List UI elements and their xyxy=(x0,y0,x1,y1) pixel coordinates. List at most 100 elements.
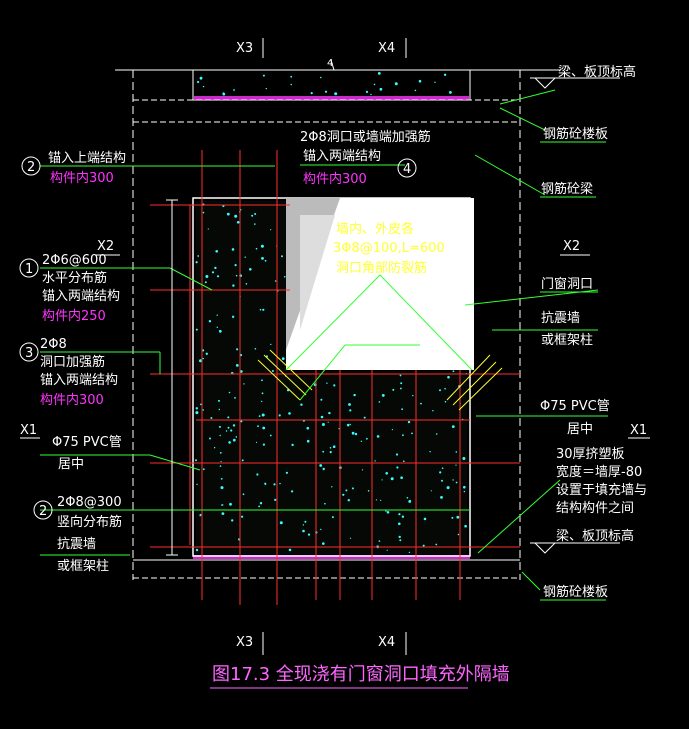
concrete-speckle xyxy=(243,383,245,385)
concrete-speckle xyxy=(401,408,403,411)
concrete-speckle xyxy=(219,452,222,454)
axis-x2-right: X2 xyxy=(563,239,580,254)
concrete-speckle xyxy=(195,261,198,264)
concrete-speckle xyxy=(281,357,285,360)
concrete-speckle xyxy=(234,214,238,218)
callout-3-num: 3 xyxy=(25,346,33,361)
concrete-speckle xyxy=(400,387,402,390)
elevation-symbol-top xyxy=(530,77,620,89)
concrete-speckle xyxy=(218,425,221,428)
concrete-speckle xyxy=(259,502,263,505)
concrete-speckle xyxy=(262,74,265,77)
concrete-speckle xyxy=(259,308,262,311)
concrete-speckle xyxy=(205,352,208,355)
concrete-speckle xyxy=(464,524,467,528)
concrete-speckle xyxy=(444,400,447,403)
vertical-rebars xyxy=(189,150,461,605)
concrete-speckle xyxy=(242,493,245,496)
concrete-speckle xyxy=(235,274,238,277)
label-foam-1: 30厚挤塑板 xyxy=(556,447,625,462)
concrete-speckle xyxy=(228,441,231,444)
crack-bar-line3: 洞口角部防裂筋 xyxy=(336,260,427,276)
callout-2-bottom-line1: 2Φ8@300 xyxy=(57,495,122,510)
concrete-speckle xyxy=(414,89,417,92)
concrete-speckle xyxy=(403,460,405,463)
concrete-speckle xyxy=(321,423,325,426)
concrete-speckle xyxy=(351,431,355,435)
concrete-speckle xyxy=(399,539,402,542)
concrete-speckle xyxy=(196,483,198,486)
concrete-speckle xyxy=(331,486,333,488)
concrete-speckle xyxy=(208,320,212,323)
concrete-speckle xyxy=(270,343,272,346)
concrete-speckle xyxy=(373,83,376,86)
concrete-speckle xyxy=(457,533,460,536)
concrete-speckle xyxy=(332,445,336,449)
concrete-speckle xyxy=(408,551,411,554)
concrete-speckle xyxy=(351,487,354,490)
axis-x3-bottom: X3 xyxy=(236,635,253,650)
concrete-speckle xyxy=(420,402,422,405)
concrete-speckle xyxy=(245,283,248,285)
concrete-speckle xyxy=(228,391,231,394)
concrete-speckle xyxy=(264,259,267,262)
concrete-speckle xyxy=(422,544,425,547)
concrete-speckle xyxy=(207,228,209,230)
concrete-speckle xyxy=(307,533,311,536)
concrete-speckle xyxy=(270,229,272,231)
concrete-speckle xyxy=(322,542,325,545)
concrete-speckle xyxy=(195,548,199,552)
concrete-speckle xyxy=(360,440,363,442)
concrete-speckle xyxy=(233,89,235,91)
concrete-speckle xyxy=(271,370,274,372)
concrete-speckle xyxy=(451,425,455,428)
concrete-speckle xyxy=(338,428,340,430)
concrete-speckle xyxy=(251,214,254,217)
concrete-speckle xyxy=(361,469,364,471)
concrete-speckle xyxy=(279,482,281,485)
label-foam-2: 宽度＝墙厚-80 xyxy=(556,464,642,480)
concrete-speckle xyxy=(434,81,436,84)
concrete-speckle xyxy=(400,382,403,385)
concrete-speckle xyxy=(283,276,286,278)
label-slab-top: 钢筋砼楼板 xyxy=(543,126,608,142)
concrete-speckle xyxy=(320,76,322,79)
concrete-speckle xyxy=(281,255,283,258)
concrete-speckle xyxy=(264,483,267,486)
concrete-speckle xyxy=(234,264,237,267)
concrete-speckle xyxy=(232,284,235,287)
concrete-speckle xyxy=(455,451,458,453)
callout-1-line1: 2Φ6@600 xyxy=(42,253,107,268)
concrete-speckle xyxy=(439,471,442,474)
concrete-speckle xyxy=(324,502,326,505)
concrete-speckle xyxy=(402,434,404,437)
callout-2-top-line1: 锚入上端结构 xyxy=(48,151,126,166)
concrete-speckle xyxy=(329,447,332,449)
concrete-speckle xyxy=(241,459,244,462)
concrete-speckle xyxy=(324,90,328,93)
concrete-speckle xyxy=(412,394,414,397)
callout-3-line3: 锚入两端结构 xyxy=(40,373,118,388)
concrete-speckle xyxy=(451,516,454,519)
callout-1-line2: 水平分布筋 xyxy=(42,270,107,286)
concrete-speckle xyxy=(288,548,292,552)
concrete-speckle xyxy=(378,540,381,542)
axis-x1-left: X1 xyxy=(20,423,37,438)
concrete-speckle xyxy=(345,489,348,492)
concrete-speckle xyxy=(261,379,263,382)
callout-circles xyxy=(19,156,417,520)
concrete-speckle xyxy=(278,414,281,417)
concrete-speckle xyxy=(418,79,422,83)
concrete-speckle xyxy=(249,268,252,271)
label-beam-top: 梁、板顶标高 xyxy=(558,64,636,80)
concrete-speckle xyxy=(385,510,387,512)
corner-crack-bars xyxy=(257,349,503,411)
concrete-speckle xyxy=(216,326,218,328)
axis-x2-left: X2 xyxy=(97,239,114,254)
concrete-speckle xyxy=(386,511,390,514)
concrete-speckle xyxy=(375,499,377,501)
concrete-speckle xyxy=(367,490,370,492)
concrete-speckle xyxy=(406,497,409,499)
concrete-speckle xyxy=(306,439,310,443)
label-pvc-left: Φ75 PVC管 xyxy=(52,435,122,450)
